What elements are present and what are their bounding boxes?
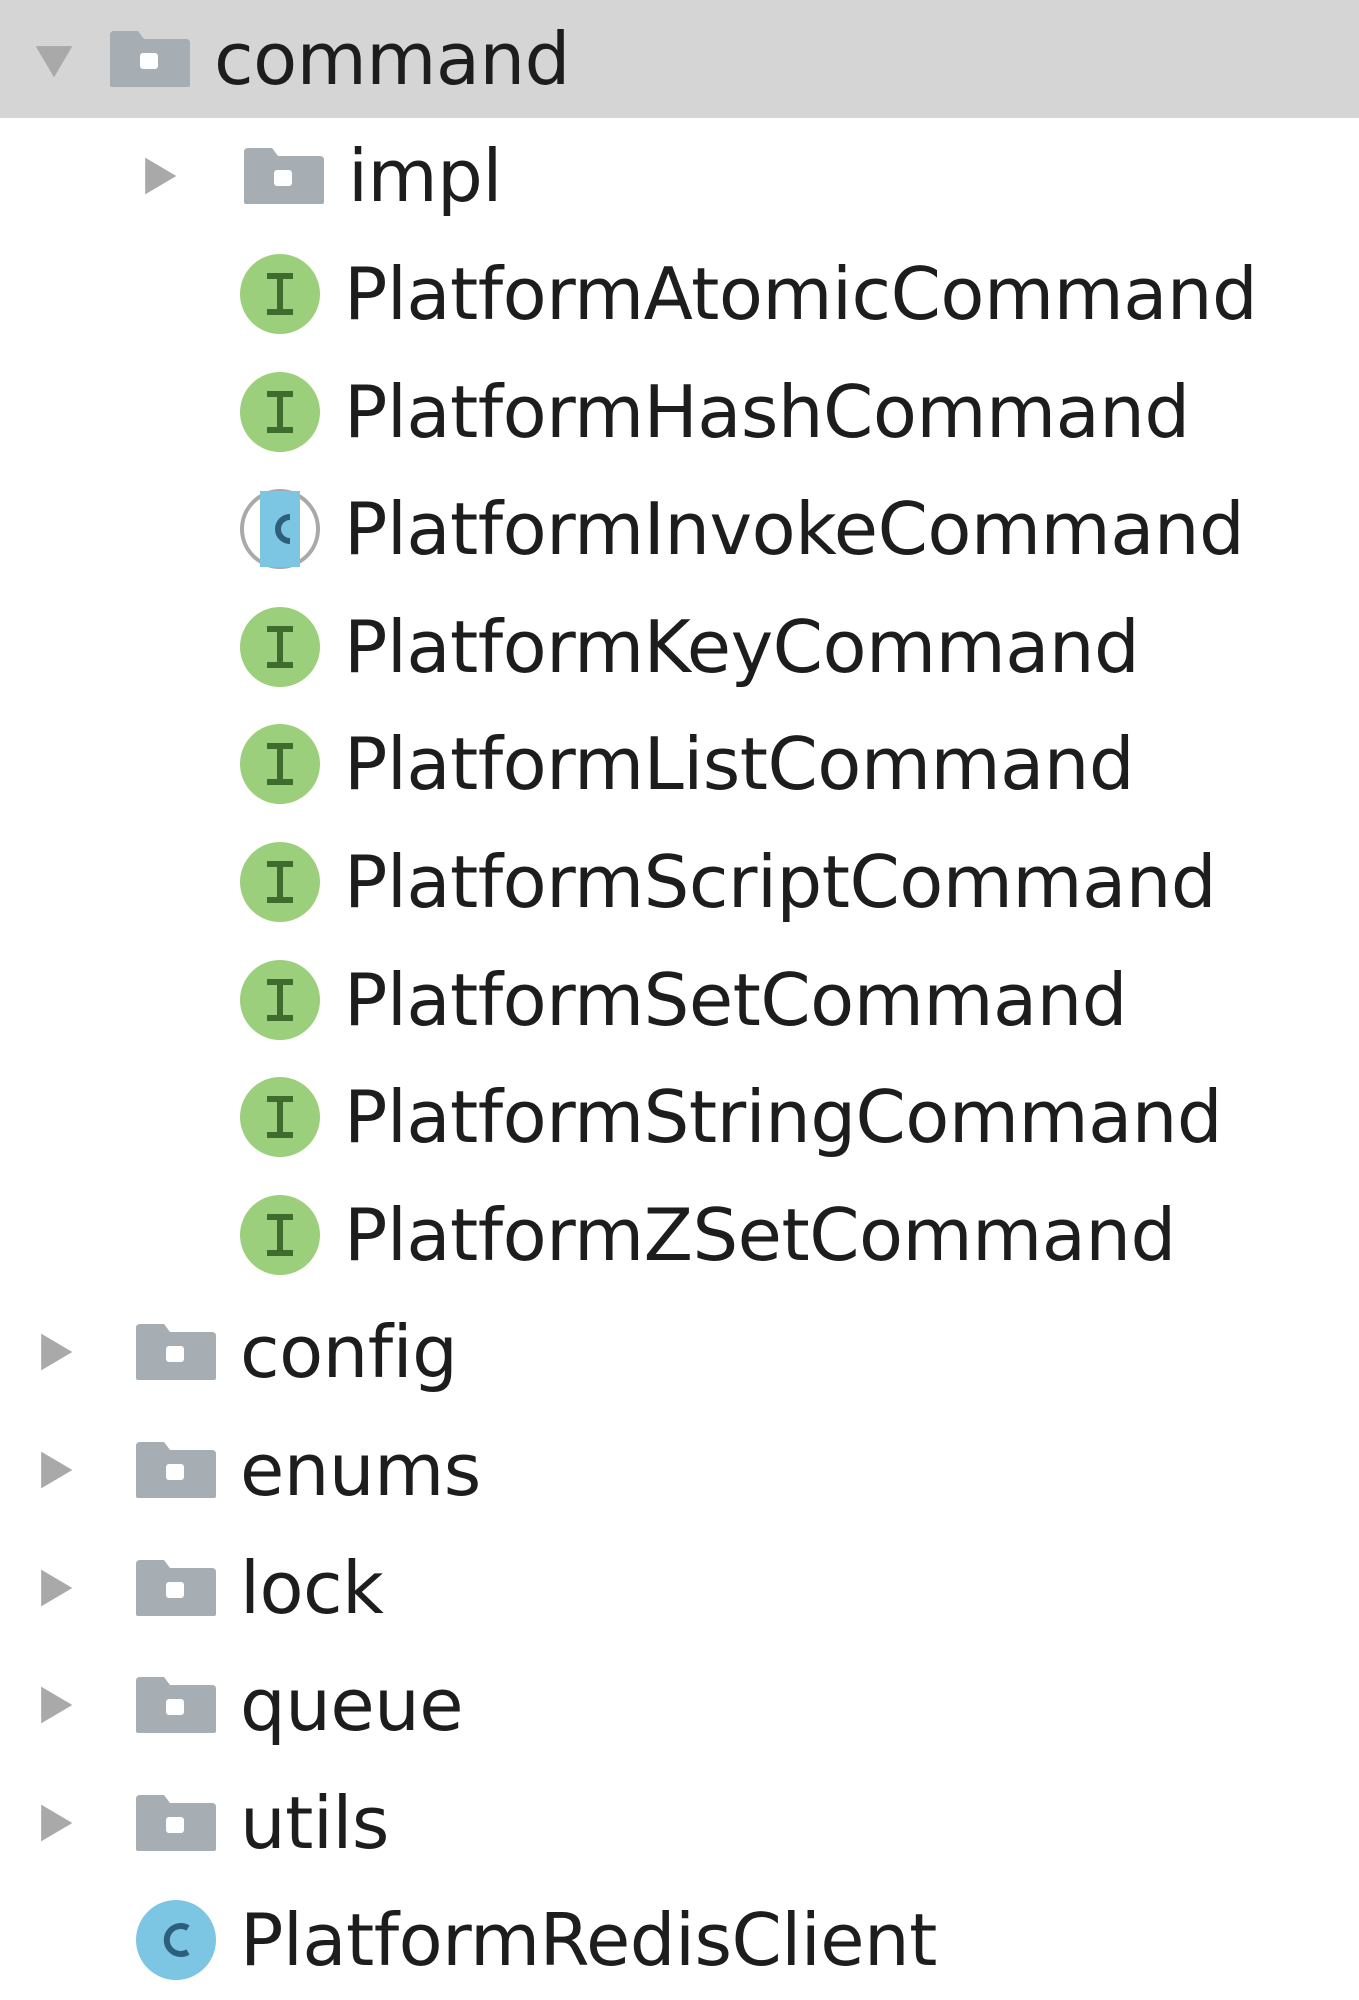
chevron-right-icon[interactable] bbox=[30, 1564, 78, 1612]
tree-row-config[interactable]: config bbox=[0, 1294, 1359, 1412]
tree-row-label: command bbox=[214, 16, 570, 101]
tree-row-platform-invoke-command[interactable]: PlatformInvokeCommand bbox=[0, 470, 1359, 588]
tree-row-label: PlatformAtomicCommand bbox=[344, 251, 1258, 336]
interface-icon bbox=[238, 722, 322, 806]
tree-row-platform-string-command[interactable]: PlatformStringCommand bbox=[0, 1058, 1359, 1176]
tree-row-label: PlatformHashCommand bbox=[344, 369, 1190, 454]
tree-row-label: PlatformStringCommand bbox=[344, 1075, 1223, 1160]
tree-row-label: PlatformScriptCommand bbox=[344, 839, 1217, 924]
interface-icon bbox=[238, 1193, 322, 1277]
tree-row-platform-zset-command[interactable]: PlatformZSetCommand bbox=[0, 1176, 1359, 1294]
tree-row-label: PlatformKeyCommand bbox=[344, 604, 1140, 689]
folder-icon bbox=[134, 1310, 218, 1394]
folder-icon bbox=[134, 1663, 218, 1747]
tree-row-platform-list-command[interactable]: PlatformListCommand bbox=[0, 706, 1359, 824]
folder-icon bbox=[108, 17, 192, 101]
tree-row-label: lock bbox=[240, 1545, 384, 1630]
interface-icon bbox=[238, 1075, 322, 1159]
chevron-right-icon[interactable] bbox=[30, 1681, 78, 1729]
chevron-right-icon[interactable] bbox=[30, 1799, 78, 1847]
interface-icon bbox=[238, 958, 322, 1042]
tree-row-queue[interactable]: queue bbox=[0, 1646, 1359, 1764]
chevron-right-icon[interactable] bbox=[30, 1328, 78, 1376]
interface-icon bbox=[238, 840, 322, 924]
tree-row-utils[interactable]: utils bbox=[0, 1764, 1359, 1882]
tree-row-label: config bbox=[240, 1310, 458, 1395]
tree-row-platform-key-command[interactable]: PlatformKeyCommand bbox=[0, 588, 1359, 706]
abstract-class-icon bbox=[238, 487, 322, 571]
folder-icon bbox=[242, 134, 326, 218]
tree-row-label: enums bbox=[240, 1427, 481, 1512]
tree-row-enums[interactable]: enums bbox=[0, 1411, 1359, 1529]
tree-row-platform-atomic-command[interactable]: PlatformAtomicCommand bbox=[0, 235, 1359, 353]
tree-row-label: impl bbox=[348, 134, 502, 219]
folder-icon bbox=[134, 1546, 218, 1630]
tree-row-platform-redis-client[interactable]: PlatformRedisClient bbox=[0, 1882, 1359, 2000]
folder-icon bbox=[134, 1428, 218, 1512]
tree-row-impl[interactable]: impl bbox=[0, 118, 1359, 236]
tree-row-label: PlatformInvokeCommand bbox=[344, 487, 1245, 572]
tree-row-lock[interactable]: lock bbox=[0, 1529, 1359, 1647]
folder-icon bbox=[134, 1781, 218, 1865]
chevron-down-icon[interactable] bbox=[30, 35, 78, 83]
tree-row-label: utils bbox=[240, 1780, 389, 1865]
tree-row-platform-script-command[interactable]: PlatformScriptCommand bbox=[0, 823, 1359, 941]
chevron-right-icon[interactable] bbox=[134, 152, 182, 200]
tree-row-label: PlatformZSetCommand bbox=[344, 1192, 1176, 1277]
tree-row-label: PlatformSetCommand bbox=[344, 957, 1127, 1042]
interface-icon bbox=[238, 252, 322, 336]
tree-row-platform-set-command[interactable]: PlatformSetCommand bbox=[0, 941, 1359, 1059]
chevron-right-icon[interactable] bbox=[30, 1446, 78, 1494]
class-icon bbox=[134, 1898, 218, 1982]
interface-icon bbox=[238, 605, 322, 689]
tree-row-command[interactable]: command bbox=[0, 0, 1359, 118]
tree-row-label: queue bbox=[240, 1663, 464, 1748]
tree-row-label: PlatformRedisClient bbox=[240, 1898, 937, 1983]
tree-row-platform-hash-command[interactable]: PlatformHashCommand bbox=[0, 353, 1359, 471]
tree-row-label: PlatformListCommand bbox=[344, 722, 1135, 807]
interface-icon bbox=[238, 370, 322, 454]
